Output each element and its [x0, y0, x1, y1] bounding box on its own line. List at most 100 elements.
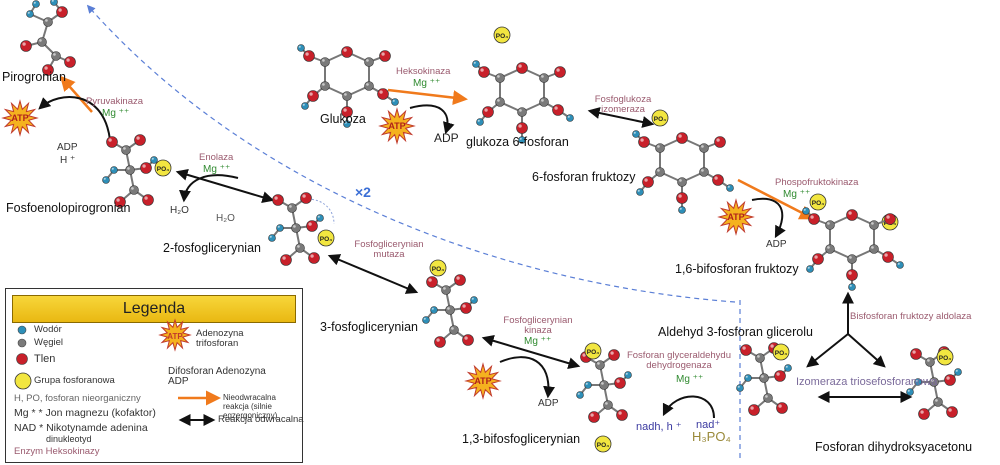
mg-g3p-dehydrogenase: Mg ⁺⁺ [676, 374, 704, 385]
legend-inorganic-phosphate: H, PO, fosforan nieorganiczny [14, 393, 141, 404]
svg-text:PO₄: PO₄ [939, 355, 952, 362]
arrow-isomerase [587, 107, 655, 128]
svg-text:PO₄: PO₄ [597, 442, 610, 449]
f16bp-phosphate-icon: PO₄ [809, 193, 827, 211]
glucose-label: Glukoza [320, 112, 366, 126]
enolase-label: Enolaza [199, 152, 234, 163]
water-2pg: H₂O [216, 213, 235, 224]
pyruvate-label: Pirogronian [2, 70, 66, 84]
curve-hexokinase [409, 104, 455, 135]
svg-text:ATP: ATP [11, 113, 28, 123]
nad-label: nad⁺ [696, 419, 721, 431]
legend-oxygen-icon [16, 353, 28, 365]
dhap-model-phosphate-icon: PO₄ [936, 348, 954, 366]
reaction-arrows [38, 4, 913, 462]
legend-nad: NAD * Nikotynamde adenina [14, 422, 148, 434]
arrow-pfk [737, 178, 815, 220]
svg-text:ATP: ATP [388, 121, 405, 131]
3pg-label: 3-fosfoglicerynian [320, 320, 418, 334]
legend-adp: Difosforan Adenozyna ADP [168, 366, 266, 387]
pg-isomerase-label: Fosfoglukoza izomeraza [594, 94, 652, 115]
13bpg-model-phosphate-icon: PO₄ [584, 342, 602, 360]
legend: Legenda ATP Wodór Węgiel Tlen Grupa fosf… [5, 288, 304, 463]
arrow-aldolase-right [847, 333, 886, 368]
g6p-label: glukoza 6-fosforan [466, 135, 569, 149]
nadh-label: nadh, h ⁺ [636, 421, 682, 433]
svg-text:ATP: ATP [474, 376, 491, 386]
g3p-label: Aldehyd 3-fosforan glicerolu [658, 325, 813, 339]
legend-phosphate-group: Grupa fosforanowa [34, 375, 115, 386]
pep-model [102, 134, 158, 208]
svg-text:PO₄: PO₄ [654, 116, 667, 123]
f16bp-model [802, 207, 904, 291]
g3p-model-phosphate-icon: PO₄ [772, 343, 790, 361]
mg-hexokinase: Mg ⁺⁺ [413, 78, 441, 89]
legend-nad-2: dinukleotyd [46, 434, 92, 444]
atp-pg-kinase-icon: ATP [464, 362, 502, 400]
svg-text:PO₄: PO₄ [587, 349, 600, 356]
atp-hexokinase-icon: ATP [378, 107, 416, 145]
legend-mg-ion: Mg * * Jon magnezu (kofaktor) [14, 407, 156, 419]
3pg-model-phosphate-icon: PO₄ [429, 259, 447, 277]
adp-pg-kinase: ADP [538, 398, 559, 409]
pg-mutase-label: Fosfoglicerynian mutaza [354, 239, 424, 260]
legend-irreversible: Nieodwracalna reakcja (silnie egzergonic… [223, 393, 278, 420]
f6p-model [632, 130, 734, 214]
legend-hydrogen-icon [17, 325, 27, 335]
pep-model-phosphate-icon: PO₄ [154, 159, 172, 177]
13bpg-model [576, 349, 632, 423]
legend-phosphate-icon [14, 372, 32, 390]
legend-enzyme: Enzym Heksokinazy [14, 446, 100, 457]
f6p-label: 6-fosforan fruktozy [532, 170, 636, 184]
svg-text:PO₄: PO₄ [812, 200, 825, 207]
hexokinase-label: Heksokinaza [396, 66, 451, 77]
arrow-pyruvate-kinase [60, 75, 93, 113]
mg-enolase: Mg ⁺⁺ [203, 164, 231, 175]
atp-pfk-icon: ATP [717, 198, 755, 236]
dhap-label: Fosforan dihydroksyacetonu [815, 440, 973, 454]
f6p-phosphate-icon: PO₄ [651, 109, 669, 127]
tpi-label: Izomeraza triosefosforanowa [796, 376, 938, 388]
svg-text:PO₄: PO₄ [432, 266, 445, 273]
adp-hexokinase: ADP [434, 131, 459, 145]
legend-carbon-icon [17, 338, 27, 348]
g3p-dehydrogenase-label: Fosforan glyceraldehydu dehydrogenaza [626, 350, 732, 371]
legend-atp: Adenozyna trifosforan [196, 328, 244, 349]
glucose-model [297, 44, 399, 128]
inorganic-phosphate-label: H₃PO₄ [692, 429, 731, 444]
adp-pyruvate: ADP [57, 142, 78, 153]
curve-enolase [178, 174, 239, 203]
arrow-enolase [175, 168, 275, 204]
g6p-phosphate-icon: PO₄ [493, 26, 511, 44]
h-plus-pyruvate: H ⁺ [60, 155, 76, 166]
pfk-label: Phospofruktokinaza [775, 177, 859, 188]
13bpg-label: 1,3-bifosfoglicerynian [462, 432, 581, 446]
pep-label: Fosfoenolopirogronian [6, 201, 131, 215]
pyruvate-kinase-label: Pyruvakinaza [86, 96, 144, 107]
legend-oxygen: Tlen [34, 353, 56, 365]
svg-text:PO₄: PO₄ [496, 33, 509, 40]
atp-pyruvate-kinase-icon: ATP [1, 99, 39, 137]
curve-pyruvate-kinase [38, 96, 111, 141]
2pg-model [268, 192, 324, 266]
mg-pg-kinase: Mg ⁺⁺ [524, 336, 552, 347]
molecule-models: PO₄PO₄PO₄PO₄PO₄PO₄PO₄PO₄PO₄PO₄PO₄ATPATPA… [1, 0, 962, 453]
legend-carbon: Węgiel [34, 337, 64, 348]
svg-text:PO₄: PO₄ [157, 166, 170, 173]
legend-symbols: ATP [14, 318, 221, 426]
svg-text:PO₄: PO₄ [320, 236, 333, 243]
legend-hydrogen: Wodór [34, 324, 62, 335]
legend-reversible: Reakcja odwracalna [218, 414, 304, 425]
13bpg-model-phosphate2-icon: PO₄ [594, 435, 612, 453]
pyruvate-model [20, 0, 76, 76]
mg-pfk: Mg ⁺⁺ [783, 189, 811, 200]
mg-pyruvate-kinase: Mg ⁺⁺ [102, 108, 130, 119]
curve-pg-kinase [499, 356, 556, 399]
arrow-hexokinase [387, 88, 468, 106]
svg-text:PO₄: PO₄ [775, 350, 788, 357]
g3p-model [736, 342, 792, 416]
svg-text:ATP: ATP [167, 332, 183, 341]
aldolase-label: Bisfosforan fruktozy aldolaza [850, 311, 972, 322]
